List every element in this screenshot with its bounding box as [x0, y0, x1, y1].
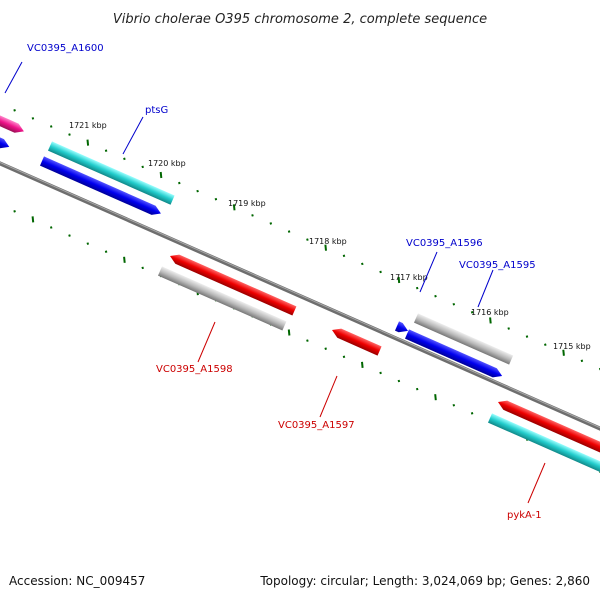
tick-minor: [86, 242, 90, 245]
tick-major: [562, 349, 565, 356]
tick-minor: [342, 355, 346, 359]
tick-minor: [397, 379, 401, 383]
tick-minor: [452, 302, 456, 306]
tick-major: [86, 139, 90, 146]
feature-tracks: [0, 105, 600, 476]
tick-minor: [31, 117, 35, 120]
backbone-highlight: [0, 161, 600, 429]
tick-minor: [141, 266, 144, 270]
tick-major: [397, 276, 401, 284]
cds-feature-vc0395-a1597[interactable]: [330, 323, 385, 357]
tick-major: [324, 244, 327, 251]
tick-minor: [470, 311, 474, 314]
tick-minor: [214, 197, 218, 201]
tick-minor: [68, 133, 71, 136]
gene-label-ptsg[interactable]: ptsG: [122, 105, 168, 155]
tick-minor: [525, 335, 529, 338]
tick-minor: [123, 157, 126, 161]
tick-minor: [141, 165, 144, 169]
cds-feature-vc0395-a1596[interactable]: [394, 319, 411, 336]
gene-label-vc0395-a1600[interactable]: VC0395_A1600: [4, 43, 104, 94]
tick-major: [123, 256, 126, 263]
tick-minor: [342, 254, 346, 258]
tick-minor: [269, 222, 273, 225]
tick-minor: [49, 226, 53, 229]
tick-minor: [452, 403, 456, 407]
cog-feature-vc0395-a1600[interactable]: [0, 105, 27, 136]
cds-feature-ptsg[interactable]: [39, 154, 164, 218]
cds-feature-vc0395-a1595[interactable]: [404, 327, 505, 381]
gene-label-vc0395-a1596[interactable]: VC0395_A1596: [406, 238, 483, 293]
tick-major: [287, 329, 291, 336]
gene-label-text: VC0395_A1597: [278, 420, 355, 431]
kbp-label-1721: 1721 kbp: [69, 121, 107, 130]
tick-minor: [68, 234, 71, 237]
tick-minor: [324, 347, 327, 350]
backbone-track: [0, 161, 600, 431]
tick-minor: [544, 343, 547, 346]
gene-label-text: VC0395_A1596: [406, 238, 483, 249]
tick-minor: [49, 125, 53, 128]
gene-label-text: VC0395_A1598: [156, 364, 233, 375]
tick-minor: [434, 294, 437, 298]
tick-minor: [415, 387, 419, 391]
tick-major: [434, 394, 437, 401]
tick-minor: [379, 270, 382, 274]
tick-minor: [287, 230, 291, 233]
kbp-label-1716: 1716 kbp: [471, 308, 509, 317]
tick-minor: [361, 262, 364, 266]
tick-minor: [13, 109, 16, 112]
accession-text: Accession: NC_009457: [9, 574, 146, 588]
map-title: Vibrio cholerae O395 chromosome 2, compl…: [113, 12, 487, 27]
tick-minor: [306, 339, 309, 342]
gene-label-text: pykA-1: [507, 510, 542, 521]
kbp-label-1717: 1717 kbp: [390, 273, 428, 282]
tick-minor: [13, 210, 16, 213]
tick-major: [159, 171, 163, 179]
cog-feature-vc0395-a1595[interactable]: [413, 311, 517, 366]
cds-feature-vc0395-a1598[interactable]: [168, 249, 300, 317]
tick-major: [361, 361, 364, 368]
gene-label-text: VC0395_A1600: [27, 43, 104, 54]
cog-feature-vc0395-a1598[interactable]: [157, 264, 290, 332]
gene-label-vc0395-a1598[interactable]: VC0395_A1598: [156, 321, 233, 375]
gene-label-text: VC0395_A1595: [459, 260, 536, 271]
tick-minor: [251, 214, 254, 217]
tick-minor: [580, 359, 584, 363]
cds-feature-vc0395-a1600[interactable]: [0, 127, 13, 152]
tick-minor: [306, 238, 309, 241]
tick-minor: [104, 149, 108, 153]
kbp-label-1715: 1715 kbp: [553, 342, 591, 351]
gene-label-pyka-1[interactable]: pykA-1: [507, 462, 546, 521]
tick-minor: [196, 189, 199, 193]
cog-feature-ptsg[interactable]: [47, 139, 178, 206]
kbp-label-1718: 1718 kbp: [309, 237, 347, 246]
tick-minor: [415, 286, 419, 290]
gene-label-text: ptsG: [145, 105, 168, 116]
tick-minor: [507, 327, 510, 330]
tick-minor: [178, 181, 181, 185]
cds-feature-pyka-1[interactable]: [496, 395, 600, 456]
tick-minor: [104, 250, 108, 254]
tick-major: [31, 216, 35, 223]
kbp-label-1719: 1719 kbp: [228, 199, 266, 208]
tick-major: [489, 317, 492, 324]
tick-minor: [470, 412, 474, 415]
tick-major: [232, 204, 236, 211]
gene-label-vc0395-a1595[interactable]: VC0395_A1595: [459, 260, 536, 308]
gene-label-vc0395-a1597[interactable]: VC0395_A1597: [278, 375, 355, 431]
tick-minor: [379, 371, 382, 375]
cog-feature-pyka-1[interactable]: [487, 411, 600, 476]
topology-text: Topology: circular; Length: 3,024,069 bp…: [260, 574, 590, 588]
backbone-line: [0, 161, 600, 431]
kbp-label-1720: 1720 kbp: [148, 159, 186, 168]
